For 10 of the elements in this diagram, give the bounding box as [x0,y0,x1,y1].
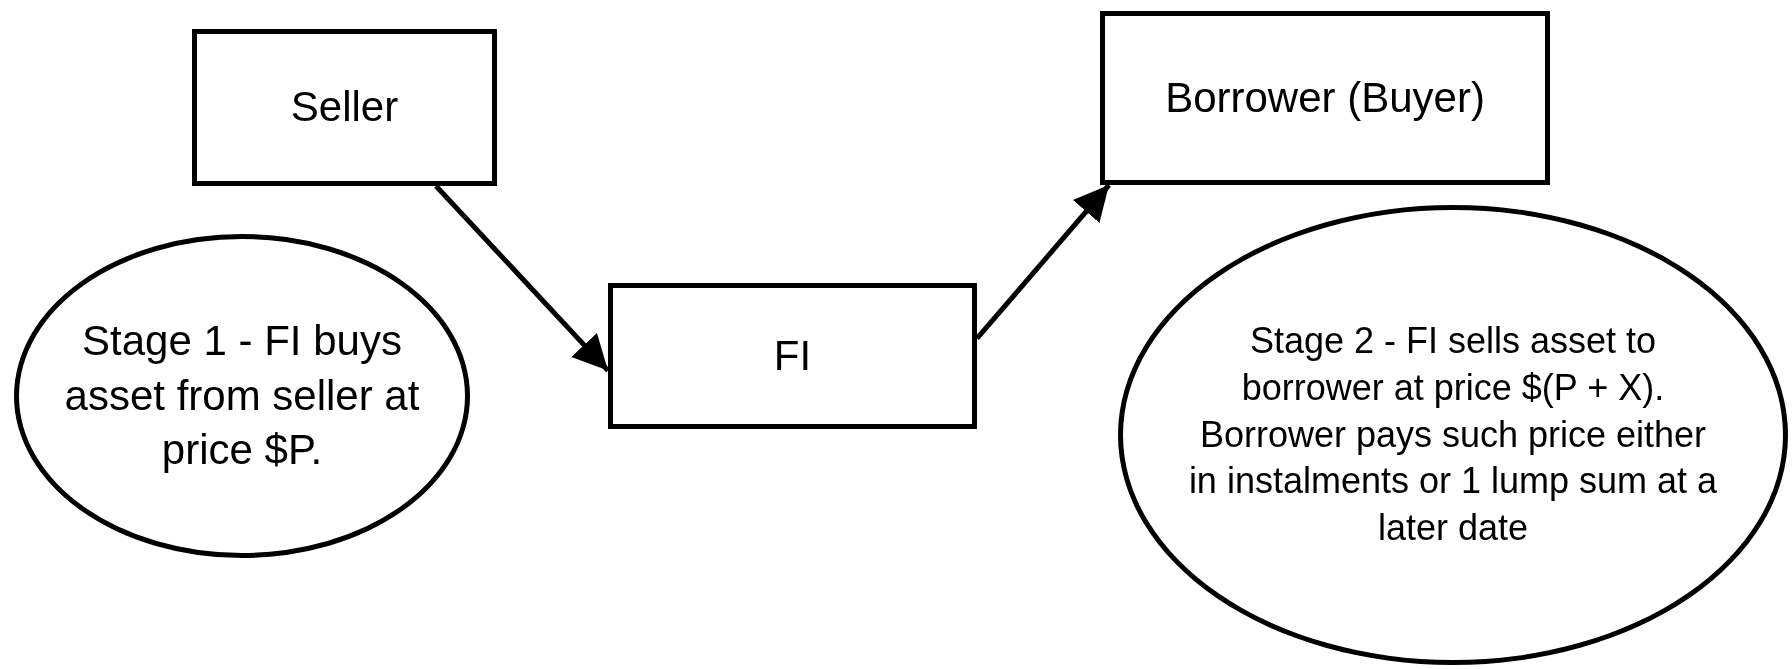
process-box [192,29,497,186]
process-box [608,283,977,429]
process-box [1100,11,1550,185]
arrow [975,183,1111,341]
node-label: Borrower (Buyer) [1165,72,1485,123]
node-label: FI [773,330,812,381]
arrow [434,184,610,373]
node-label: Seller [290,82,399,133]
node-label: Stage 2 - FI sells asset to borrower at price $(P + X). Borrower pays such price either in instalments or 1 lump sum at a later date [1188,319,1718,551]
node-label: Stage 1 - FI buys asset from seller at price $P. [63,316,421,476]
